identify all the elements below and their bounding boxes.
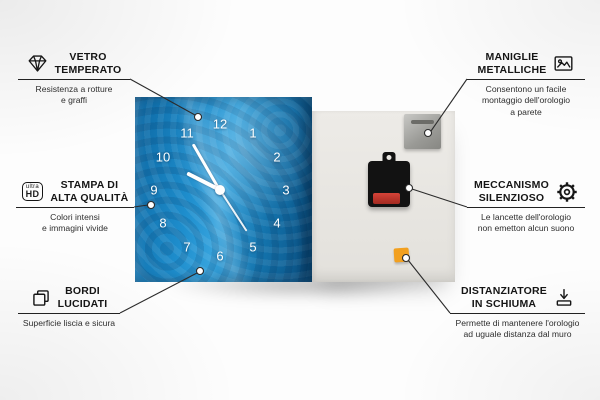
metal-hanger-plate bbox=[404, 114, 441, 149]
mechanism-hanging-hole bbox=[386, 155, 392, 160]
clock-number: 12 bbox=[212, 116, 228, 132]
callout-title: MECCANISMO SILENZIOSO bbox=[474, 178, 549, 204]
callout-title: BORDI LUCIDATI bbox=[57, 284, 108, 310]
ultra-hd-icon: ultra HD bbox=[21, 182, 44, 201]
callout-description: Resistenza a rotture e graffi bbox=[35, 84, 113, 106]
callout-title: STAMPA DI ALTA QUALITÀ bbox=[50, 178, 129, 204]
callout-description: Colori intensi e immagini vivide bbox=[42, 212, 108, 234]
clock-number: 7 bbox=[183, 239, 191, 255]
callout-meccanismo-silenzioso: MECCANISMO SILENZIOSO bbox=[467, 176, 585, 235]
diamond-icon bbox=[27, 53, 48, 74]
clock-number: 8 bbox=[159, 215, 167, 231]
callout-bordi-lucidati: BORDI LUCIDATI Superficie liscia e sicur… bbox=[18, 282, 120, 329]
callout-vetro-temperato: VETRO TEMPERATO Resistenza a rotture e g… bbox=[18, 48, 130, 107]
clock-number: 10 bbox=[155, 149, 171, 165]
clock-number: 6 bbox=[216, 248, 224, 264]
clock-front-face: 12 1 2 3 4 5 6 7 8 9 10 11 bbox=[135, 97, 312, 282]
stacked-layers-icon bbox=[31, 288, 51, 308]
clock-center-dot bbox=[215, 185, 225, 195]
gear-icon bbox=[556, 181, 578, 203]
callout-title: DISTANZIATORE IN SCHIUMA bbox=[460, 284, 547, 310]
callout-description: Consentono un facile montaggio dell'orol… bbox=[481, 84, 571, 117]
callout-title: VETRO TEMPERATO bbox=[54, 50, 122, 76]
callout-title: MANIGLIE METALLICHE bbox=[477, 50, 547, 76]
callout-distanziatore-schiuma: DISTANZIATORE IN SCHIUMA Permette di man… bbox=[450, 282, 585, 341]
picture-frame-icon bbox=[553, 53, 574, 74]
clock-number: 9 bbox=[150, 182, 158, 198]
callout-header: VETRO TEMPERATO bbox=[18, 48, 130, 80]
clock-number: 5 bbox=[249, 239, 257, 255]
foam-spacer bbox=[393, 247, 410, 263]
second-hand bbox=[219, 189, 248, 232]
callout-maniglie-metalliche: MANIGLIE METALLICHE Consentono un facile… bbox=[467, 48, 585, 118]
clock-number: 4 bbox=[273, 215, 281, 231]
clock-number: 2 bbox=[273, 149, 281, 165]
callout-header: BORDI LUCIDATI bbox=[18, 282, 120, 314]
callout-header: DISTANZIATORE IN SCHIUMA bbox=[450, 282, 585, 314]
callout-stampa-alta-qualita: ultra HD STAMPA DI ALTA QUALITÀ Colori i… bbox=[16, 176, 134, 235]
clock-number: 3 bbox=[282, 182, 290, 198]
ultra-hd-icon-bottom-text: HD bbox=[25, 189, 40, 199]
callout-description: Le lancette dell'orologio non emetton al… bbox=[477, 212, 575, 234]
ultra-hd-icon-top-text: ultra bbox=[25, 184, 40, 190]
battery bbox=[373, 193, 400, 204]
clock-number: 1 bbox=[249, 125, 257, 141]
clock-back-panel bbox=[312, 111, 455, 282]
clock-mechanism bbox=[368, 152, 410, 207]
foam-spacer-icon bbox=[554, 288, 574, 308]
callout-description: Superficie liscia e sicura bbox=[22, 318, 116, 328]
callout-header: MANIGLIE METALLICHE bbox=[467, 48, 585, 80]
callout-header: MECCANISMO SILENZIOSO bbox=[467, 176, 585, 208]
callout-description: Permette di mantenere l'orologio ad ugua… bbox=[455, 318, 580, 340]
callout-header: ultra HD STAMPA DI ALTA QUALITÀ bbox=[16, 176, 134, 208]
clock-number: 11 bbox=[180, 125, 194, 141]
